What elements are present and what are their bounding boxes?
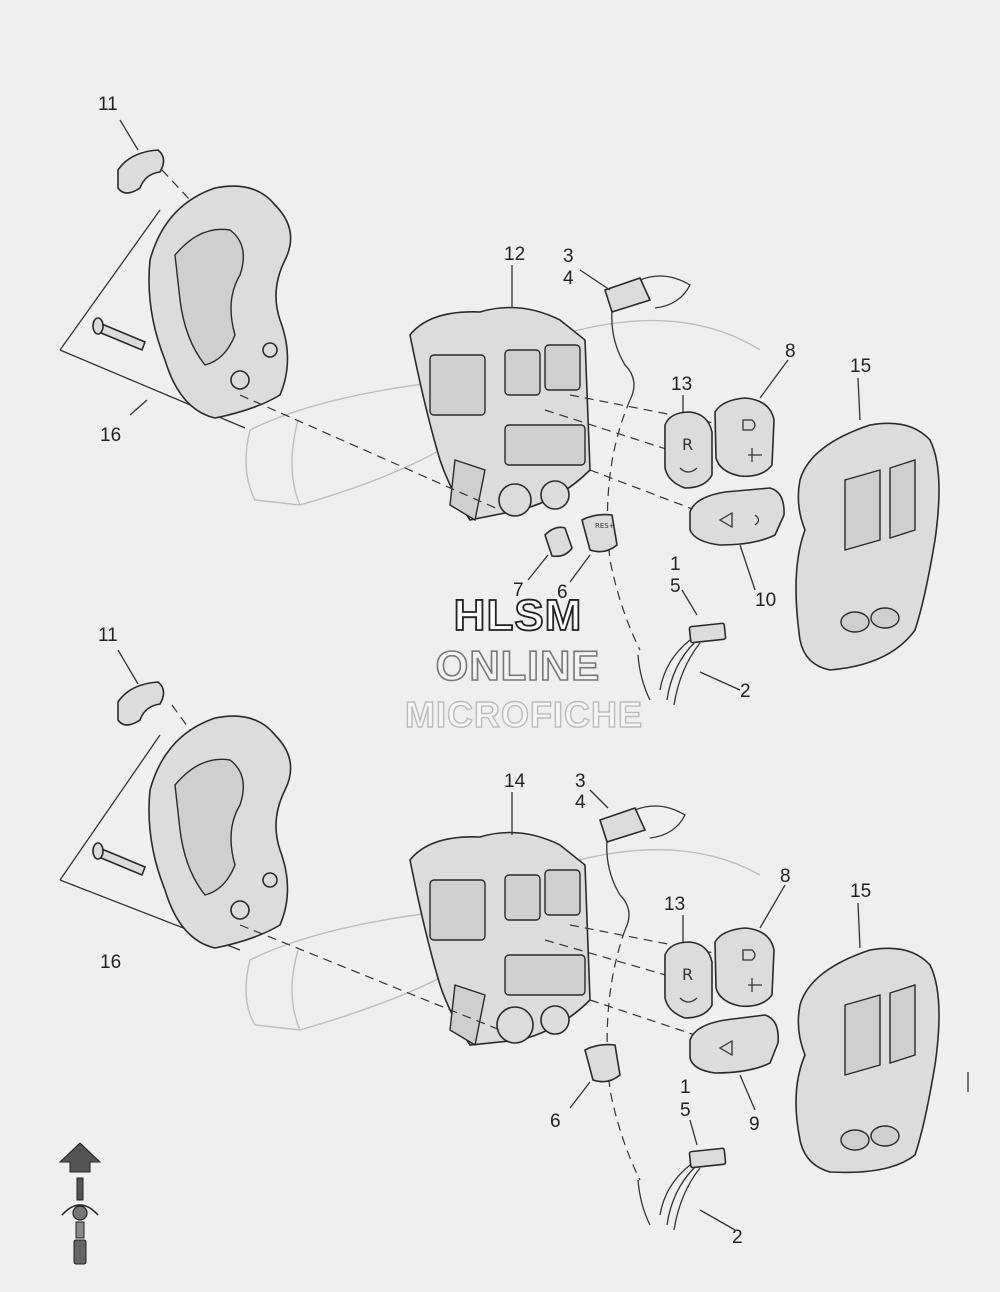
upper-callout-2: 2 [740, 681, 751, 702]
upper-button-10 [689, 487, 785, 546]
upper-screw [92, 317, 147, 352]
lower-switch-block-14 [409, 831, 591, 1047]
upper-callout-1: 1 [670, 554, 681, 575]
upper-knob-7 [544, 526, 573, 558]
lower-callout-6: 6 [550, 1111, 561, 1132]
upper-callout-15: 15 [850, 356, 871, 377]
lower-callout-11: 11 [98, 625, 118, 646]
upper-callout-12: 12 [504, 244, 525, 265]
lower-callout-15: 15 [850, 881, 871, 902]
upper-button-13-glyph: R [682, 435, 693, 454]
upper-callout-4: 4 [563, 268, 574, 289]
lower-knob-6 [584, 1043, 621, 1083]
lower-callout-1: 1 [680, 1077, 691, 1098]
upper-callout-13: 13 [671, 374, 692, 395]
upper-part-16-housing [148, 185, 292, 419]
lower-screw [92, 842, 147, 877]
upper-callout-10: 10 [755, 590, 776, 611]
lower-callout-2: 2 [732, 1227, 743, 1248]
upper-callout-5: 5 [670, 576, 681, 597]
upper-callout-11: 11 [98, 94, 118, 115]
lower-connector-3-4 [599, 805, 686, 931]
watermark: HLSM ONLINE MICROFICHE [404, 590, 643, 736]
upper-part-11-cap [117, 119, 191, 201]
upper-connector-3-4 [604, 275, 691, 401]
upper-button-8 [714, 397, 775, 478]
lower-callout-14: 14 [504, 771, 526, 792]
lower-callout-9: 9 [749, 1114, 760, 1135]
upper-callout-7: 7 [513, 580, 524, 601]
upper-callout-leaders [511, 265, 861, 691]
lower-part-11-cap [117, 649, 191, 731]
watermark-microfiche: MICROFICHE [405, 694, 643, 735]
lower-callout-3: 3 [575, 771, 586, 792]
lower-callout-4: 4 [575, 792, 586, 813]
lower-button-13-glyph: R [682, 965, 693, 984]
upper-part-15-cover [795, 422, 940, 671]
upper-switch-block-12 [409, 306, 591, 522]
lower-callout-8: 8 [780, 866, 791, 887]
upper-assembly: R RES+ [59, 94, 940, 706]
lower-assembly: R [59, 625, 940, 1248]
lower-part-15-cover [795, 947, 940, 1174]
lower-button-9 [689, 1014, 780, 1074]
lower-handlebar-ghost [245, 849, 761, 1031]
lower-callout-13: 13 [664, 894, 685, 915]
lower-callout-16: 16 [100, 952, 121, 973]
upper-handlebar-ghost [245, 319, 761, 506]
forward-arrow-icon [58, 1142, 102, 1265]
upper-callout-8: 8 [785, 341, 796, 362]
lower-button-8 [714, 927, 775, 1008]
upper-knob-6-glyph: RES+ [595, 522, 615, 530]
upper-callout-16: 16 [100, 425, 121, 446]
upper-button-13: R [664, 411, 713, 489]
lower-connector-1-5 [637, 1147, 727, 1231]
lower-part-16-housing [148, 715, 292, 949]
upper-knob-6: RES+ [581, 513, 618, 553]
lower-callout-leaders [511, 789, 861, 1231]
lower-callout-5: 5 [680, 1100, 691, 1121]
upper-callout-6: 6 [557, 582, 568, 603]
lower-button-13: R [664, 941, 713, 1019]
upper-connector-1-5 [637, 622, 727, 706]
upper-callout-3: 3 [563, 246, 574, 267]
watermark-hlsm: HLSM [454, 591, 583, 640]
watermark-online: ONLINE [436, 642, 601, 689]
